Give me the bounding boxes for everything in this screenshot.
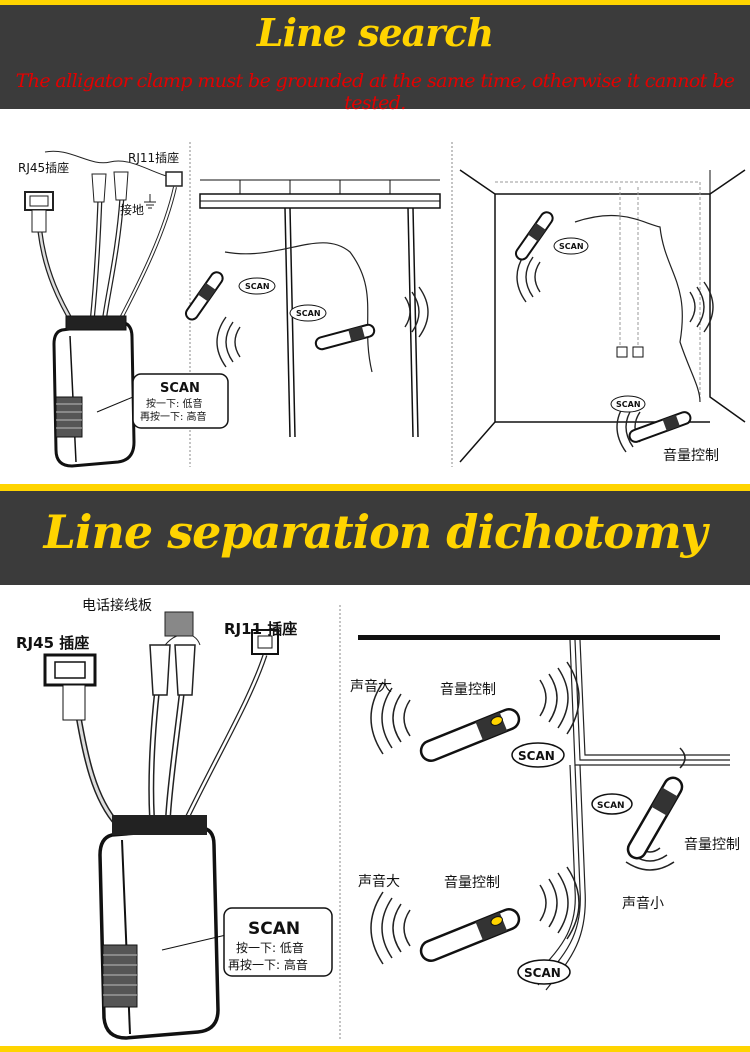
probe-6 xyxy=(626,776,684,860)
probe-4-scan: SCAN xyxy=(616,400,641,409)
bottom-yellow-stripe xyxy=(0,1046,750,1052)
scan-callout-line1: 按一下: 低音 xyxy=(146,397,203,410)
room-scene xyxy=(459,169,746,463)
quiet-label: 声音小 xyxy=(622,895,664,912)
scan-bubble-3 xyxy=(517,959,571,985)
section1-title: Line search xyxy=(256,10,494,55)
probe-4 xyxy=(628,411,692,443)
section1-illustration: RJ45插座 RJ11插座 接地 SCAN 按一下: 低音 再按一下: 高音 S… xyxy=(18,142,746,468)
scan-2: SCAN xyxy=(597,801,625,811)
probe-5 xyxy=(419,708,521,762)
rj11-label: RJ11插座 xyxy=(128,150,179,165)
probe-1 xyxy=(184,271,224,321)
section2-illustration: 电话接线板 RJ45 插座 RJ11 插座 SCAN 按一下: 低音 再按一下:… xyxy=(16,597,740,1040)
volume-label-1: 音量控制 xyxy=(440,681,496,698)
scan-1: SCAN xyxy=(518,749,555,763)
probe-1-scan-bubble xyxy=(238,277,276,295)
loud-label-2: 声音大 xyxy=(358,873,400,890)
probe-2-scan-bubble xyxy=(289,304,327,322)
probe-7 xyxy=(419,908,521,962)
scan-callout-line2: 再按一下: 高音 xyxy=(140,410,207,423)
probe-4-scan-bubble xyxy=(610,395,646,413)
scan-callout-title: SCAN xyxy=(160,381,200,396)
volume-label-3: 音量控制 xyxy=(444,874,500,891)
rj45-label: RJ45插座 xyxy=(18,160,69,175)
loud-label-1: 声音大 xyxy=(350,678,392,695)
scan-callout-2-title: SCAN xyxy=(248,919,300,939)
wiring-diagram xyxy=(358,635,730,991)
rj11-label-2: RJ11 插座 xyxy=(224,620,297,638)
section1-warning: The alligator clamp must be grounded at … xyxy=(15,70,735,114)
volume-control-label: 音量控制 xyxy=(663,447,719,464)
rj45-label-2: RJ45 插座 xyxy=(16,634,89,652)
middle-yellow-stripe xyxy=(0,484,750,491)
section2-header xyxy=(0,491,750,585)
tester-device-2 xyxy=(43,611,333,1040)
section2-title: Line separation dichotomy xyxy=(43,505,708,559)
probe-3 xyxy=(514,211,554,261)
probe-3-scan: SCAN xyxy=(559,242,584,251)
scan-3: SCAN xyxy=(524,966,561,980)
top-yellow-stripe xyxy=(0,0,750,5)
scan-callout-2-line2: 再按一下: 高音 xyxy=(228,957,308,972)
scan-bubble-1 xyxy=(511,742,565,768)
scan-callout-2-line1: 按一下: 低音 xyxy=(236,940,304,955)
section1-header xyxy=(0,5,750,109)
tester-device xyxy=(24,150,229,468)
board-label: 电话接线板 xyxy=(82,597,152,614)
scan-callout xyxy=(132,373,229,429)
volume-label-2: 音量控制 xyxy=(684,836,740,853)
probe-2-scan: SCAN xyxy=(296,309,321,318)
probe-2 xyxy=(314,323,376,351)
scan-callout-2 xyxy=(223,907,333,977)
probe-3-scan-bubble xyxy=(553,237,589,255)
ground-label: 接地 xyxy=(120,202,144,217)
scan-bubble-2 xyxy=(591,793,633,815)
probe-1-scan: SCAN xyxy=(245,282,270,291)
